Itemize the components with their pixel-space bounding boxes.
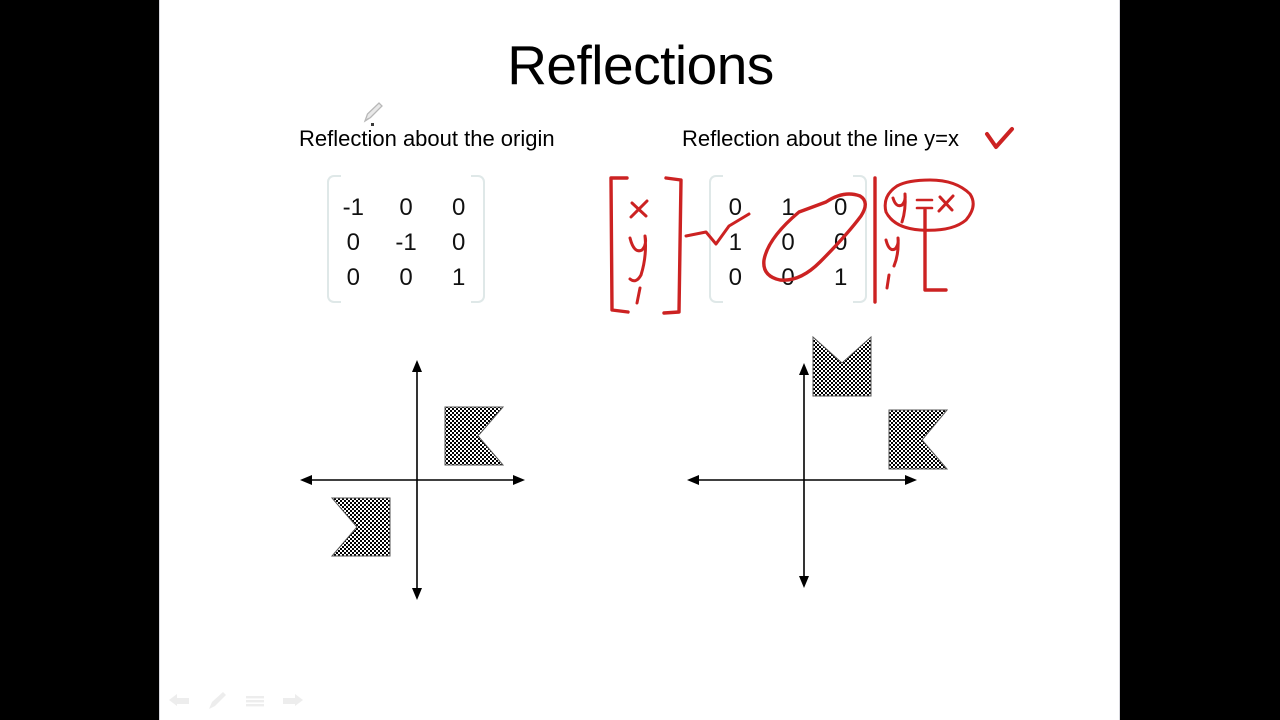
ink-result-x xyxy=(937,194,955,213)
matrix-cell: -1 xyxy=(342,194,364,221)
matrix-cell: 1 xyxy=(728,229,743,256)
ink-vector-x xyxy=(629,199,649,219)
matrix-reflection-line-yx: 0 1 0 1 0 0 0 0 1 xyxy=(709,175,867,303)
pen-icon xyxy=(209,692,226,709)
matrix-row: 0 1 0 xyxy=(709,191,867,225)
matrix-cell: 0 xyxy=(781,264,795,291)
reflection-about-line-yx-graph xyxy=(687,335,949,588)
page-title: Reflections xyxy=(507,34,774,96)
matrix-cell: 0 xyxy=(834,229,848,256)
matrix-cell: 1 xyxy=(452,264,466,291)
matrix-bracket-right xyxy=(471,175,485,303)
ink-bracket-right-close xyxy=(923,208,948,292)
ink-vector-y xyxy=(628,234,648,283)
matrix-cell: 0 xyxy=(399,194,413,221)
matrix-cell: 0 xyxy=(452,194,466,221)
reflected-flag-shape xyxy=(812,335,872,397)
matrix-cell: 0 xyxy=(834,194,848,221)
ink-vector-one xyxy=(635,286,642,305)
next-slide-button[interactable] xyxy=(282,690,304,712)
x-axis-arrow-right xyxy=(905,475,917,485)
pen-cursor-icon xyxy=(363,102,383,126)
matrix-row: 1 0 0 xyxy=(709,226,867,260)
ink-bracket-left-close xyxy=(662,176,683,315)
y-axis-arrow-up xyxy=(799,363,809,375)
matrix-cell: 0 xyxy=(346,264,361,291)
original-flag-shape xyxy=(444,406,505,466)
subtitle-reflection-origin: Reflection about the origin xyxy=(299,126,555,151)
matrix-cell: 0 xyxy=(728,264,743,291)
matrix-bracket-left xyxy=(327,175,341,303)
reflected-flag-shape xyxy=(330,497,391,557)
matrix-cell: 1 xyxy=(781,194,795,221)
matrix-cell: 1 xyxy=(834,264,848,291)
ink-circle-y-equals-x xyxy=(883,178,975,232)
menu-icon xyxy=(246,696,264,707)
matrix-cell: -1 xyxy=(395,229,417,256)
y-axis-arrow-up xyxy=(412,360,422,372)
matrix-row: 0 0 1 xyxy=(327,261,485,295)
slide-menu-button[interactable] xyxy=(244,690,266,712)
ink-result-second-y xyxy=(884,236,900,268)
previous-slide-button[interactable] xyxy=(168,690,190,712)
ink-bracket-left-open xyxy=(609,176,630,314)
ink-equals-sign xyxy=(915,198,934,210)
matrix-row: 0 0 1 xyxy=(709,261,867,295)
ink-result-y xyxy=(891,192,907,224)
y-axis-arrow-down xyxy=(412,588,422,600)
matrix-row: 0 -1 0 xyxy=(327,226,485,260)
back-arrow-icon xyxy=(169,694,189,706)
matrix-cell: 0 xyxy=(452,229,466,256)
subtitle-reflection-line-yx: Reflection about the line y=x xyxy=(682,126,960,151)
slide-canvas[interactable]: Reflections Reflection about the origin … xyxy=(159,0,1120,720)
x-axis-arrow-right xyxy=(513,475,525,485)
x-axis-arrow-left xyxy=(687,475,699,485)
reflection-about-origin-graph xyxy=(300,360,525,600)
x-axis-arrow-left xyxy=(300,475,312,485)
matrix-row: -1 0 0 xyxy=(327,191,485,225)
letterbox-left xyxy=(0,0,159,720)
matrix-cell: 0 xyxy=(781,229,795,256)
checkmark-ink xyxy=(985,127,1014,149)
matrix-cell: 0 xyxy=(346,229,361,256)
original-flag-shape xyxy=(888,409,949,470)
letterbox-right xyxy=(1120,0,1280,720)
pen-tool-button[interactable] xyxy=(206,690,228,712)
ink-result-one xyxy=(885,273,891,290)
matrix-cell: 0 xyxy=(399,264,413,291)
slide-toolbar[interactable] xyxy=(168,690,304,712)
forward-arrow-icon xyxy=(283,694,303,706)
y-axis-arrow-down xyxy=(799,576,809,588)
matrix-cell: 0 xyxy=(728,194,743,221)
matrix-reflection-origin: -1 0 0 0 -1 0 0 0 1 xyxy=(327,175,485,303)
